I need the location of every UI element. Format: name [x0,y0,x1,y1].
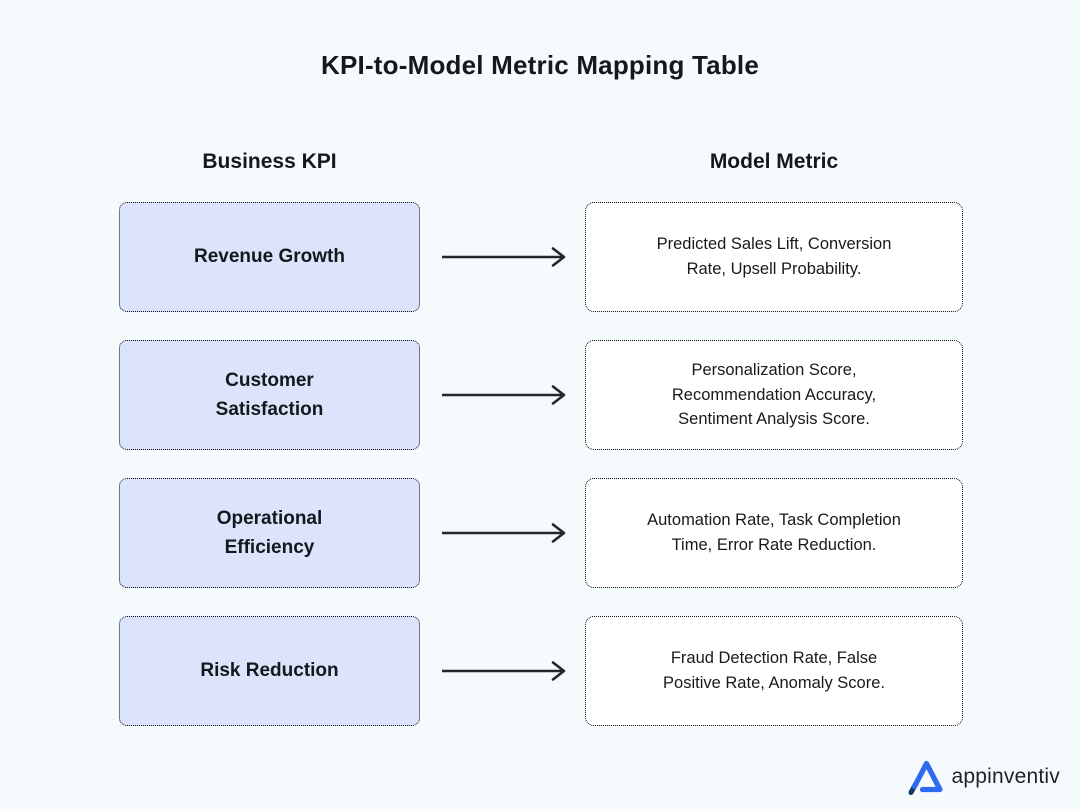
kpi-label: Customer Satisfaction [215,369,324,420]
kpi-box: Revenue Growth [119,202,420,312]
mapping-row-customer-satisfaction: Customer Satisfaction Personalization Sc… [119,340,963,450]
logo-text: appinventiv [951,765,1060,788]
metric-box: Fraud Detection Rate, False Positive Rat… [585,616,963,726]
column-headers: Business KPI Model Metric [119,150,963,174]
metric-text: Predicted Sales Lift, Conversion Rate, U… [656,235,892,278]
arrow-right-icon [442,247,566,267]
arrow-cell [420,202,585,312]
kpi-label: Risk Reduction [200,660,339,682]
kpi-box: Risk Reduction [119,616,420,726]
column-header-business-kpi: Business KPI [202,150,337,173]
metric-box: Predicted Sales Lift, Conversion Rate, U… [585,202,963,312]
metric-text: Fraud Detection Rate, False Positive Rat… [663,649,885,692]
mapping-row-revenue-growth: Revenue Growth Predicted Sales Lift, Con… [119,202,963,312]
column-header-model-metric: Model Metric [709,150,839,173]
kpi-box: Operational Efficiency [119,478,420,588]
mapping-row-operational-efficiency: Operational Efficiency Automation Rate, … [119,478,963,588]
arrow-right-icon [442,523,566,543]
mapping-row-risk-reduction: Risk Reduction Fraud Detection Rate, Fal… [119,616,963,726]
kpi-label: Revenue Growth [194,246,345,268]
page-title: KPI-to-Model Metric Mapping Table [321,50,759,80]
mapping-rows: Revenue Growth Predicted Sales Lift, Con… [119,202,963,754]
metric-text: Personalization Score, Recommendation Ac… [671,360,877,429]
arrow-right-icon [442,385,566,405]
kpi-label: Operational Efficiency [216,507,323,558]
arrow-cell [420,478,585,588]
kpi-box: Customer Satisfaction [119,340,420,450]
metric-text: Automation Rate, Task Completion Time, E… [647,511,901,554]
header-spacer [420,150,585,174]
arrow-right-icon [442,661,566,681]
appinventiv-a-icon [908,760,943,795]
metric-box: Personalization Score, Recommendation Ac… [585,340,963,450]
arrow-cell [420,616,585,726]
metric-box: Automation Rate, Task Completion Time, E… [585,478,963,588]
appinventiv-logo: appinventiv [907,758,1060,796]
arrow-cell [420,340,585,450]
